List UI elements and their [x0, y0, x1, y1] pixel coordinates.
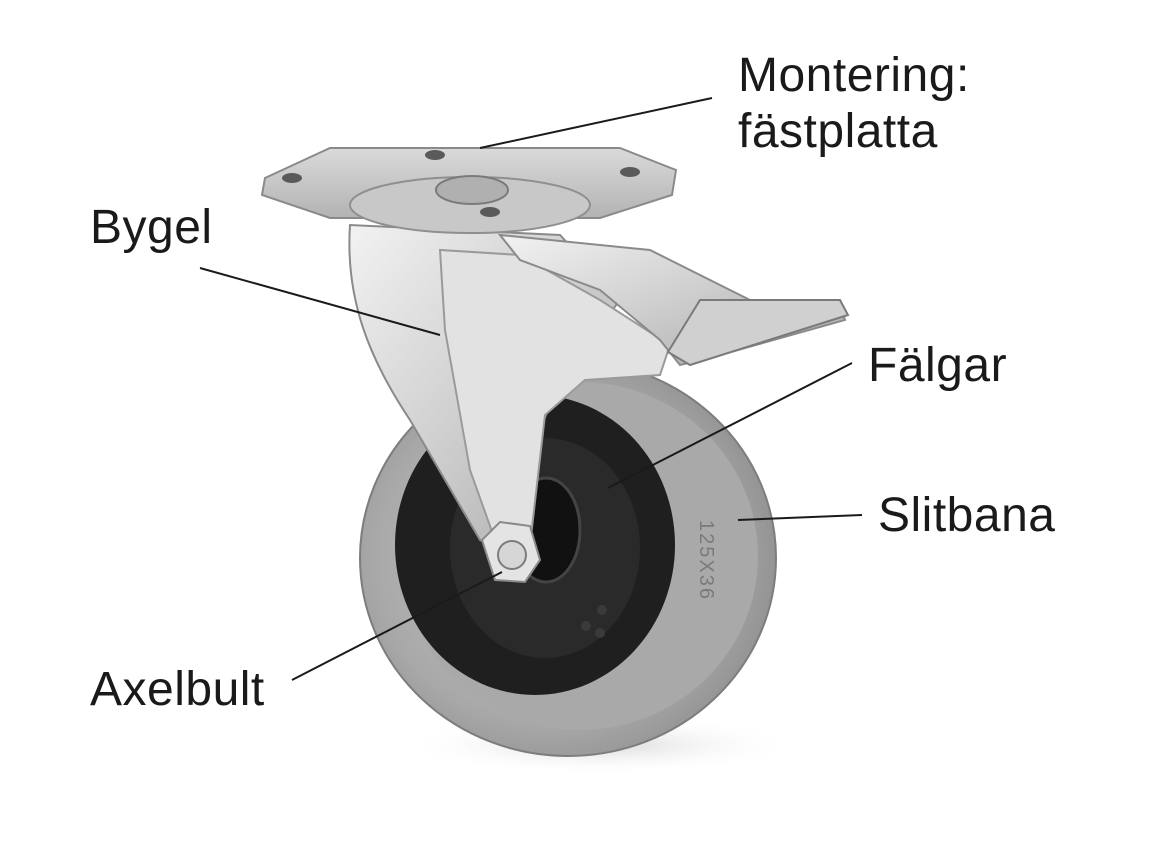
bracket-front-face	[438, 248, 672, 547]
plate-hole-2	[425, 150, 445, 160]
label-mounting-line1: Montering:	[738, 49, 970, 102]
axle-bolt-head	[497, 540, 527, 570]
label-axle-bolt: Axelbult	[90, 663, 265, 716]
leader-line-mounting	[479, 97, 713, 149]
label-bracket: Bygel	[90, 201, 213, 254]
bracket	[348, 223, 850, 562]
leader-line-bracket	[199, 267, 441, 336]
rim-dot-1	[581, 621, 591, 631]
leader-lines	[199, 97, 863, 681]
label-rim: Fälgar	[868, 339, 1008, 392]
rim-dot-2	[597, 605, 607, 615]
plate-hole-4	[480, 207, 500, 217]
label-mounting-line2: fästplatta	[738, 105, 938, 158]
brake-pedal	[666, 299, 850, 367]
plate-hole-1	[282, 173, 302, 183]
axle-bolt	[480, 520, 542, 584]
tyre-marking: 125X36	[695, 520, 717, 601]
label-mounting-plate: Montering: fästplatta	[738, 48, 970, 160]
top-plate	[260, 147, 678, 234]
leader-line-rim	[607, 362, 853, 489]
leader-line-axle-bolt	[291, 571, 503, 681]
label-tread: Slitbana	[878, 489, 1056, 542]
plate-hole-3	[620, 167, 640, 177]
leader-line-tread	[737, 514, 863, 521]
rim-dot-3	[595, 628, 605, 638]
swivel-kingpin	[435, 175, 509, 205]
